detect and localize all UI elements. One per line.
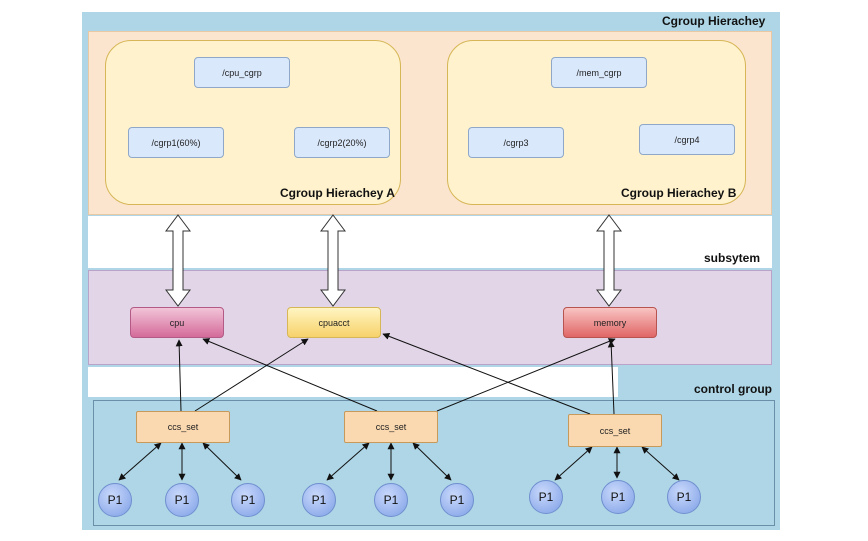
cgroup-node-cgrp3: /cgrp3	[468, 127, 564, 158]
process-node: P1	[98, 483, 132, 517]
control-group-band	[93, 400, 775, 526]
hierarchy-b-label: Cgroup Hierachey B	[621, 186, 737, 200]
cgroup-node-cgrp4: /cgrp4	[639, 124, 735, 155]
process-node: P1	[302, 483, 336, 517]
link-set2-p1c	[412, 442, 452, 481]
ccs-set-1: ccs_set	[136, 411, 230, 443]
hierarchy-link-cpuacct	[320, 214, 346, 307]
gap-band-upper	[88, 216, 772, 268]
process-node: P1	[440, 483, 474, 517]
link-set3-cpuacct	[382, 333, 591, 415]
hierarchy-link-cpu	[165, 214, 191, 307]
link-set2-p1a	[326, 442, 370, 481]
cgroup-hierarchy-title: Cgroup Hierachey	[662, 14, 766, 28]
process-node: P1	[165, 483, 199, 517]
process-node: P1	[231, 483, 265, 517]
cgroup-node-mem-cgrp: /mem_cgrp	[551, 57, 647, 88]
hierarchy-a-label: Cgroup Hierachey A	[280, 186, 395, 200]
hierarchy-link-memory	[596, 214, 622, 307]
link-set1-p1c	[202, 442, 242, 481]
cgroup-node-cpu-cgrp: /cpu_cgrp	[194, 57, 290, 88]
subsystem-title: subsytem	[704, 251, 761, 265]
control-group-title: control group	[694, 382, 772, 396]
link-set1-cpuacct	[194, 338, 309, 412]
subsystem-memory: memory	[563, 307, 657, 338]
process-node: P1	[601, 480, 635, 514]
ccs-set-2: ccs_set	[344, 411, 438, 443]
link-set1-cpu	[175, 339, 183, 412]
process-node: P1	[529, 480, 563, 514]
link-set3-p1c	[641, 446, 680, 481]
link-set3-p1a	[554, 446, 593, 481]
link-set1-p1a	[118, 442, 162, 481]
process-node: P1	[374, 483, 408, 517]
cgroup-node-cgrp2: /cgrp2(20%)	[294, 127, 390, 158]
subsystem-cpuacct: cpuacct	[287, 307, 381, 338]
process-node: P1	[667, 480, 701, 514]
link-set2-cpu	[202, 338, 378, 412]
cgroup-node-cgrp1: /cgrp1(60%)	[128, 127, 224, 158]
link-set3-memory	[607, 340, 615, 415]
subsystem-cpu: cpu	[130, 307, 224, 338]
link-set2-memory	[436, 338, 616, 412]
ccs-set-3: ccs_set	[568, 414, 662, 447]
gap-band-lower	[88, 367, 618, 397]
